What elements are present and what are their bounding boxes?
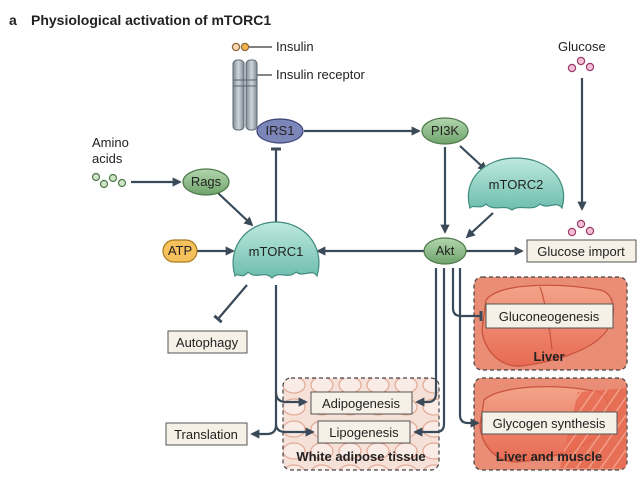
atp-label: ATP xyxy=(168,243,192,258)
mtorc1-node: mTORC1 xyxy=(232,221,320,279)
insulin-receptor-icon xyxy=(232,59,258,131)
mtorc2-node: mTORC2 xyxy=(467,157,565,211)
pi3k-node: PI3K xyxy=(421,117,469,145)
liver-and-muscle-label: Liver and muscle xyxy=(496,449,602,464)
pathway-connections xyxy=(131,46,587,439)
pi3k-to-mtorc2-arrow xyxy=(459,145,488,172)
insulin-molecule-icon xyxy=(231,42,250,52)
insulin-label: Insulin xyxy=(276,39,314,54)
white-adipose-label: White adipose tissue xyxy=(296,449,425,464)
gluconeogenesis-label: Gluconeogenesis xyxy=(499,309,600,324)
akt-node: Akt xyxy=(423,237,467,265)
autophagy-box: Autophagy xyxy=(167,330,248,354)
glucose-molecule-icon-imported xyxy=(567,219,595,237)
lipogenesis-label: Lipogenesis xyxy=(329,425,399,440)
mtorc2-label: mTORC2 xyxy=(489,177,544,192)
atp-node: ATP xyxy=(162,239,198,263)
adipogenesis-label: Adipogenesis xyxy=(322,396,401,411)
amino-acids-molecule-icon xyxy=(91,172,127,189)
akt-to-lipogenesis-arrow xyxy=(413,268,446,437)
glucose-label: Glucose xyxy=(558,39,606,54)
glucose-import-label: Glucose import xyxy=(537,244,625,259)
mtorc1-label: mTORC1 xyxy=(249,244,304,259)
amino-acids-label-line1: Amino xyxy=(92,135,129,150)
amino-acids-label-line2: acids xyxy=(92,151,123,166)
rags-node: Rags xyxy=(182,168,230,196)
mtorc2-to-akt-arrow xyxy=(465,212,494,239)
translation-box: Translation xyxy=(165,422,248,446)
mtorc1-inhibits-autophagy xyxy=(213,284,248,324)
mtorc1-to-translation-arrow xyxy=(250,285,278,439)
adipogenesis-box: Adipogenesis xyxy=(310,391,413,415)
insulin-receptor-label: Insulin receptor xyxy=(276,67,366,82)
glycogen-synthesis-box: Glycogen synthesis xyxy=(481,411,618,435)
glucose-molecule-icon xyxy=(567,56,595,73)
autophagy-label: Autophagy xyxy=(176,335,239,350)
akt-to-glycogen-synthesis-arrow xyxy=(458,268,480,428)
irs1-label: IRS1 xyxy=(266,123,295,138)
mtorc1-to-adipogenesis-arrow xyxy=(274,391,308,407)
akt-label: Akt xyxy=(436,243,455,258)
lipogenesis-box: Lipogenesis xyxy=(317,420,411,444)
gluconeogenesis-box: Gluconeogenesis xyxy=(485,303,614,329)
translation-label: Translation xyxy=(174,427,238,442)
irs1-node: IRS1 xyxy=(256,118,304,144)
glycogen-synthesis-label: Glycogen synthesis xyxy=(493,416,606,431)
panel-title: Physiological activation of mTORC1 xyxy=(31,12,271,28)
mtorc1-to-lipogenesis-arrow xyxy=(274,423,315,437)
glucose-import-box: Glucose import xyxy=(526,239,637,263)
liver-label: Liver xyxy=(533,349,564,364)
rags-to-mtorc1-arrow xyxy=(217,192,254,227)
akt-to-adipogenesis-arrow xyxy=(415,268,438,407)
rags-label: Rags xyxy=(191,174,222,189)
panel-letter: a xyxy=(9,12,17,28)
pi3k-label: PI3K xyxy=(431,123,460,138)
